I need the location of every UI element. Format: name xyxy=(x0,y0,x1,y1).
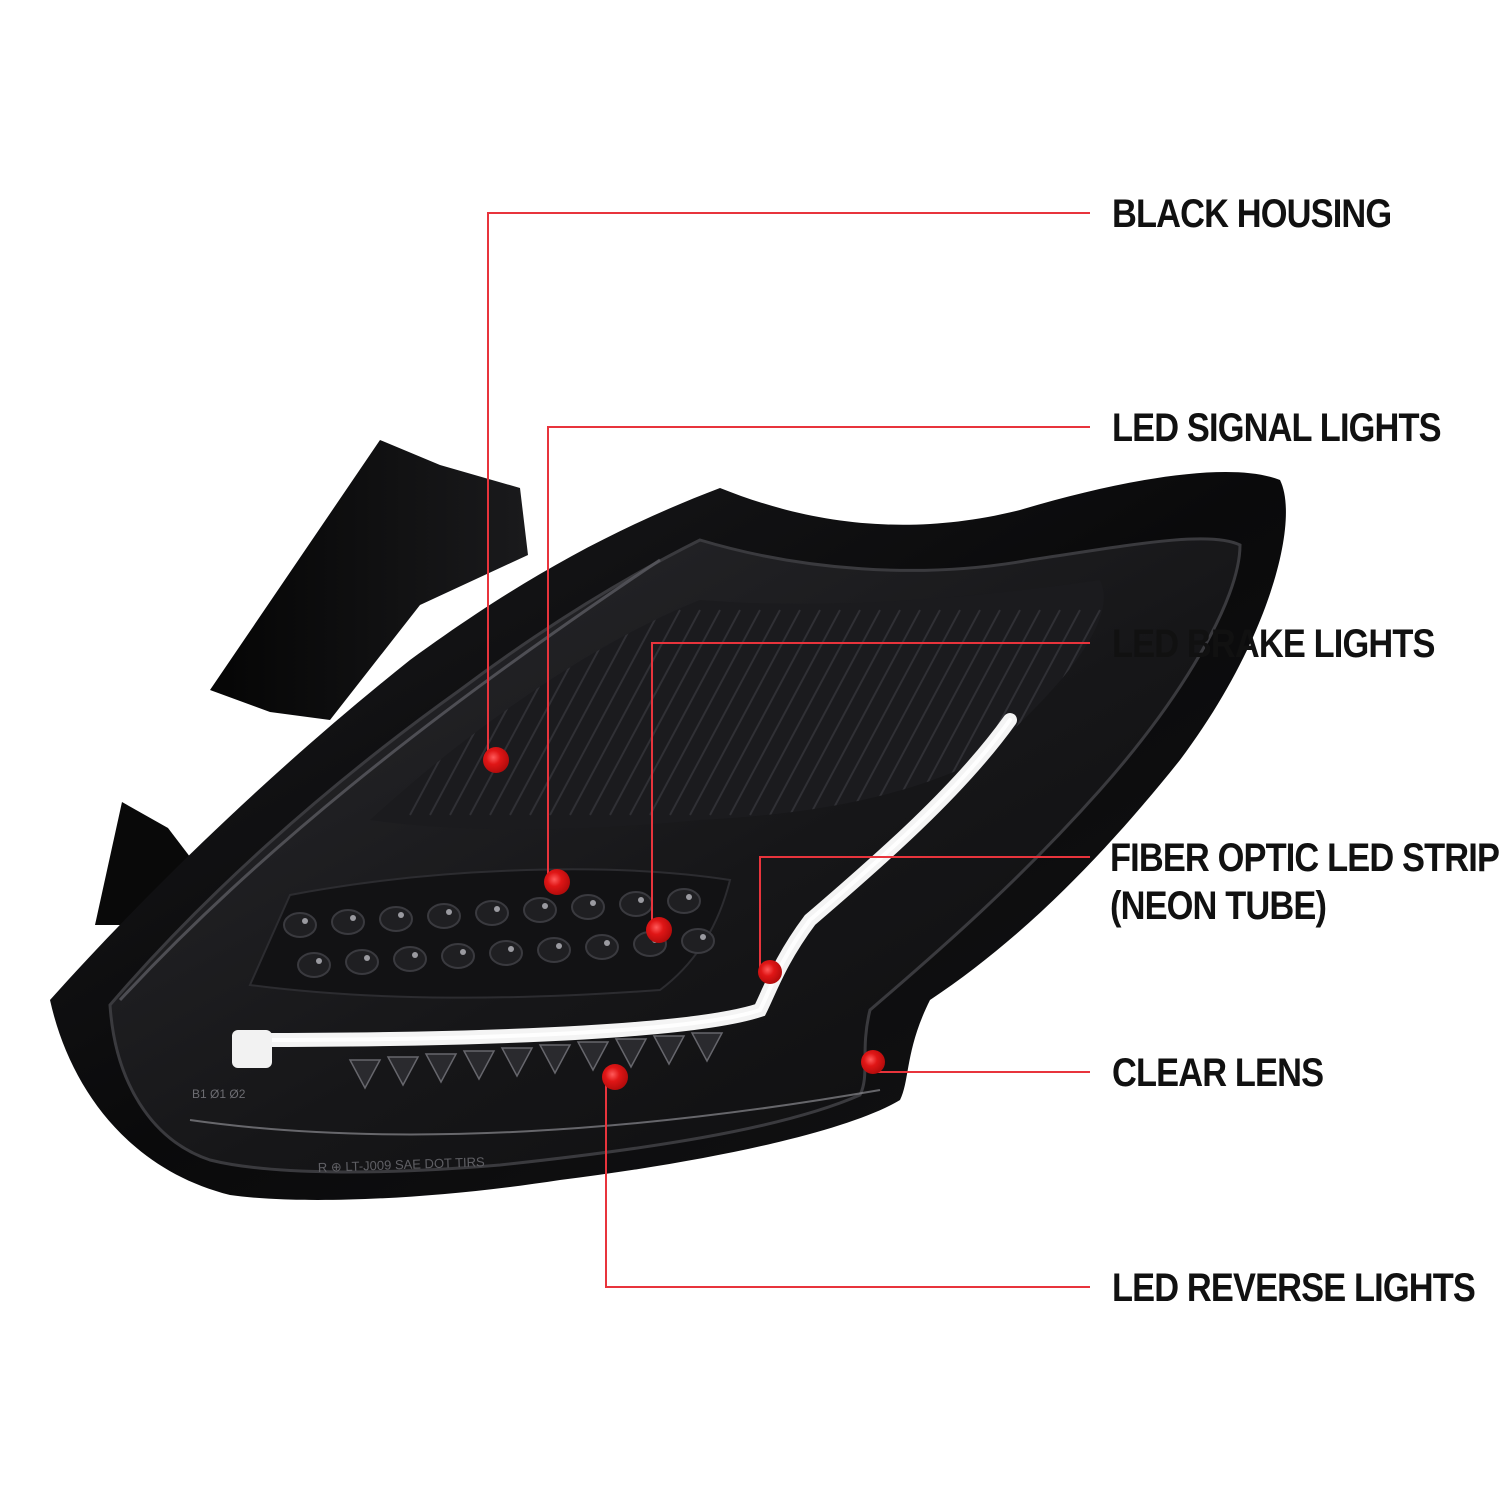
led-cell xyxy=(523,897,557,923)
led-reverse-array xyxy=(348,1032,724,1090)
reflector-striation xyxy=(909,609,1021,816)
led-cell xyxy=(585,934,619,960)
reverse-led-tooth xyxy=(462,1050,496,1081)
callout-lines xyxy=(487,212,1090,1288)
label-black-housing: BLACK HOUSING xyxy=(1112,190,1392,238)
led-cell xyxy=(393,946,427,972)
dot-led-reverse-lights xyxy=(602,1064,628,1090)
led-highlight xyxy=(542,903,548,909)
leader-fiber-optic-led-strip xyxy=(759,856,1090,970)
lens-marking-side: B1 Ø1 Ø2 xyxy=(192,1087,246,1101)
reflector-striation xyxy=(649,609,761,816)
led-cell xyxy=(297,952,331,978)
led-cell xyxy=(441,943,475,969)
led-highlight xyxy=(686,894,692,900)
led-highlight xyxy=(460,949,466,955)
reverse-led-tooth xyxy=(690,1032,724,1063)
led-cell xyxy=(489,940,523,966)
label-line: LED BRAKE LIGHTS xyxy=(1112,622,1435,666)
reflector-striation xyxy=(769,609,881,816)
fiber-optic-glow xyxy=(248,718,1012,1042)
led-highlight xyxy=(364,955,370,961)
reflector-striation xyxy=(629,609,741,816)
led-cell xyxy=(537,937,571,963)
led-highlight xyxy=(508,946,514,952)
dot-clear-lens xyxy=(861,1050,885,1074)
lens-marking-bottom: R ⊕ LT-J009 SAE DOT TIRS xyxy=(318,1154,486,1175)
led-cell xyxy=(571,894,605,920)
leader-black-housing xyxy=(487,212,1090,760)
led-highlight xyxy=(494,906,500,912)
led-cell xyxy=(681,928,715,954)
led-cell xyxy=(283,912,317,938)
reverse-led-tooth xyxy=(424,1053,458,1084)
label-clear-lens: CLEAR LENS xyxy=(1112,1049,1324,1097)
reverse-led-tooth xyxy=(538,1044,572,1075)
reflector-striation xyxy=(849,609,961,816)
reverse-led-tooth xyxy=(614,1038,648,1069)
label-line: BLACK HOUSING xyxy=(1112,192,1392,236)
leader-led-reverse-lights xyxy=(605,1078,1090,1288)
led-highlight xyxy=(350,915,356,921)
led-highlight xyxy=(700,934,706,940)
reflector-striation xyxy=(549,609,661,816)
label-fiber-optic-led-strip: FIBER OPTIC LED STRIP (NEON TUBE) xyxy=(1110,834,1500,930)
led-highlight xyxy=(446,909,452,915)
dot-led-signal-lights xyxy=(544,869,570,895)
label-line: LED REVERSE LIGHTS xyxy=(1112,1266,1476,1310)
led-cell xyxy=(379,906,413,932)
led-highlight xyxy=(604,940,610,946)
label-line: FIBER OPTIC LED STRIP xyxy=(1110,836,1500,880)
led-highlight xyxy=(398,912,404,918)
reflector-striation xyxy=(749,609,861,816)
reflector-striation xyxy=(869,609,981,816)
led-highlight xyxy=(302,918,308,924)
led-highlight xyxy=(638,897,644,903)
reverse-led-tooth xyxy=(500,1047,534,1078)
reflector-striation xyxy=(789,609,901,816)
leader-led-brake-lights xyxy=(651,642,1090,930)
callout-dots xyxy=(483,747,885,1090)
reflector-striation xyxy=(729,609,841,816)
reverse-led-tooth xyxy=(576,1041,610,1072)
reverse-led-tooth xyxy=(348,1059,382,1090)
led-cell xyxy=(427,903,461,929)
led-cell xyxy=(667,888,701,914)
led-highlight xyxy=(590,900,596,906)
label-line: LED SIGNAL LIGHTS xyxy=(1112,406,1442,450)
reflector-striation xyxy=(889,609,1001,816)
label-line: (NEON TUBE) xyxy=(1110,884,1327,928)
led-highlight xyxy=(556,943,562,949)
reverse-led-tooth xyxy=(652,1035,686,1066)
led-cell xyxy=(475,900,509,926)
lens-bottom-highlight xyxy=(189,1089,881,1136)
led-cell xyxy=(619,891,653,917)
mounting-flap-upper xyxy=(210,440,528,720)
reverse-led-tooth xyxy=(386,1056,420,1087)
reflector-striation xyxy=(829,609,941,816)
dot-led-brake-lights xyxy=(646,917,672,943)
reflector-striation xyxy=(569,609,681,816)
label-led-signal-lights: LED SIGNAL LIGHTS xyxy=(1112,404,1442,452)
reflector-striation xyxy=(689,609,801,816)
led-highlight xyxy=(412,952,418,958)
fiber-optic-end xyxy=(232,1030,272,1068)
led-array xyxy=(283,888,715,978)
reflector-striation xyxy=(589,609,701,816)
reflector-striation xyxy=(709,609,821,816)
dot-black-housing xyxy=(483,747,509,773)
label-led-reverse-lights: LED REVERSE LIGHTS xyxy=(1112,1264,1476,1312)
led-cell xyxy=(331,909,365,935)
lens-edge-highlight xyxy=(118,558,661,1002)
label-line: CLEAR LENS xyxy=(1112,1051,1324,1095)
reflector-striation xyxy=(609,609,721,816)
led-cell xyxy=(345,949,379,975)
dot-fiber-optic-led-strip xyxy=(758,960,782,984)
led-highlight xyxy=(316,958,322,964)
label-led-brake-lights: LED BRAKE LIGHTS xyxy=(1112,620,1435,668)
reflector-striation xyxy=(669,609,781,816)
reflector-striation xyxy=(809,609,921,816)
leader-led-signal-lights xyxy=(547,426,1090,882)
